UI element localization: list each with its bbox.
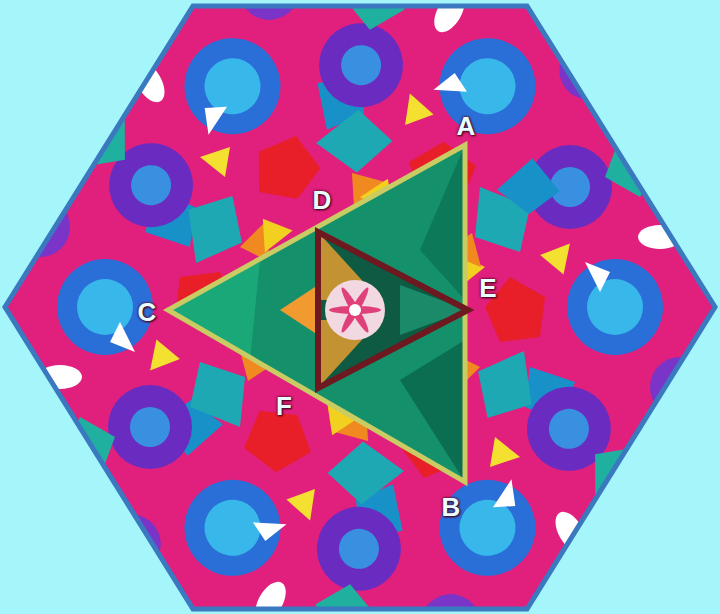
- triangle-shade: [168, 260, 260, 360]
- center-star: [325, 280, 385, 340]
- vertex-label: A: [457, 113, 476, 139]
- inner-triangle-fill: [318, 232, 468, 388]
- triangle-shade: [280, 285, 318, 335]
- vertex-label: E: [479, 275, 496, 301]
- vertex-label: C: [138, 299, 157, 325]
- triangle-def: [318, 232, 468, 388]
- hexagon-outline: [5, 6, 715, 609]
- vertex-label: B: [442, 494, 461, 520]
- vertex-label: D: [313, 187, 332, 213]
- vertex-label: F: [276, 393, 292, 419]
